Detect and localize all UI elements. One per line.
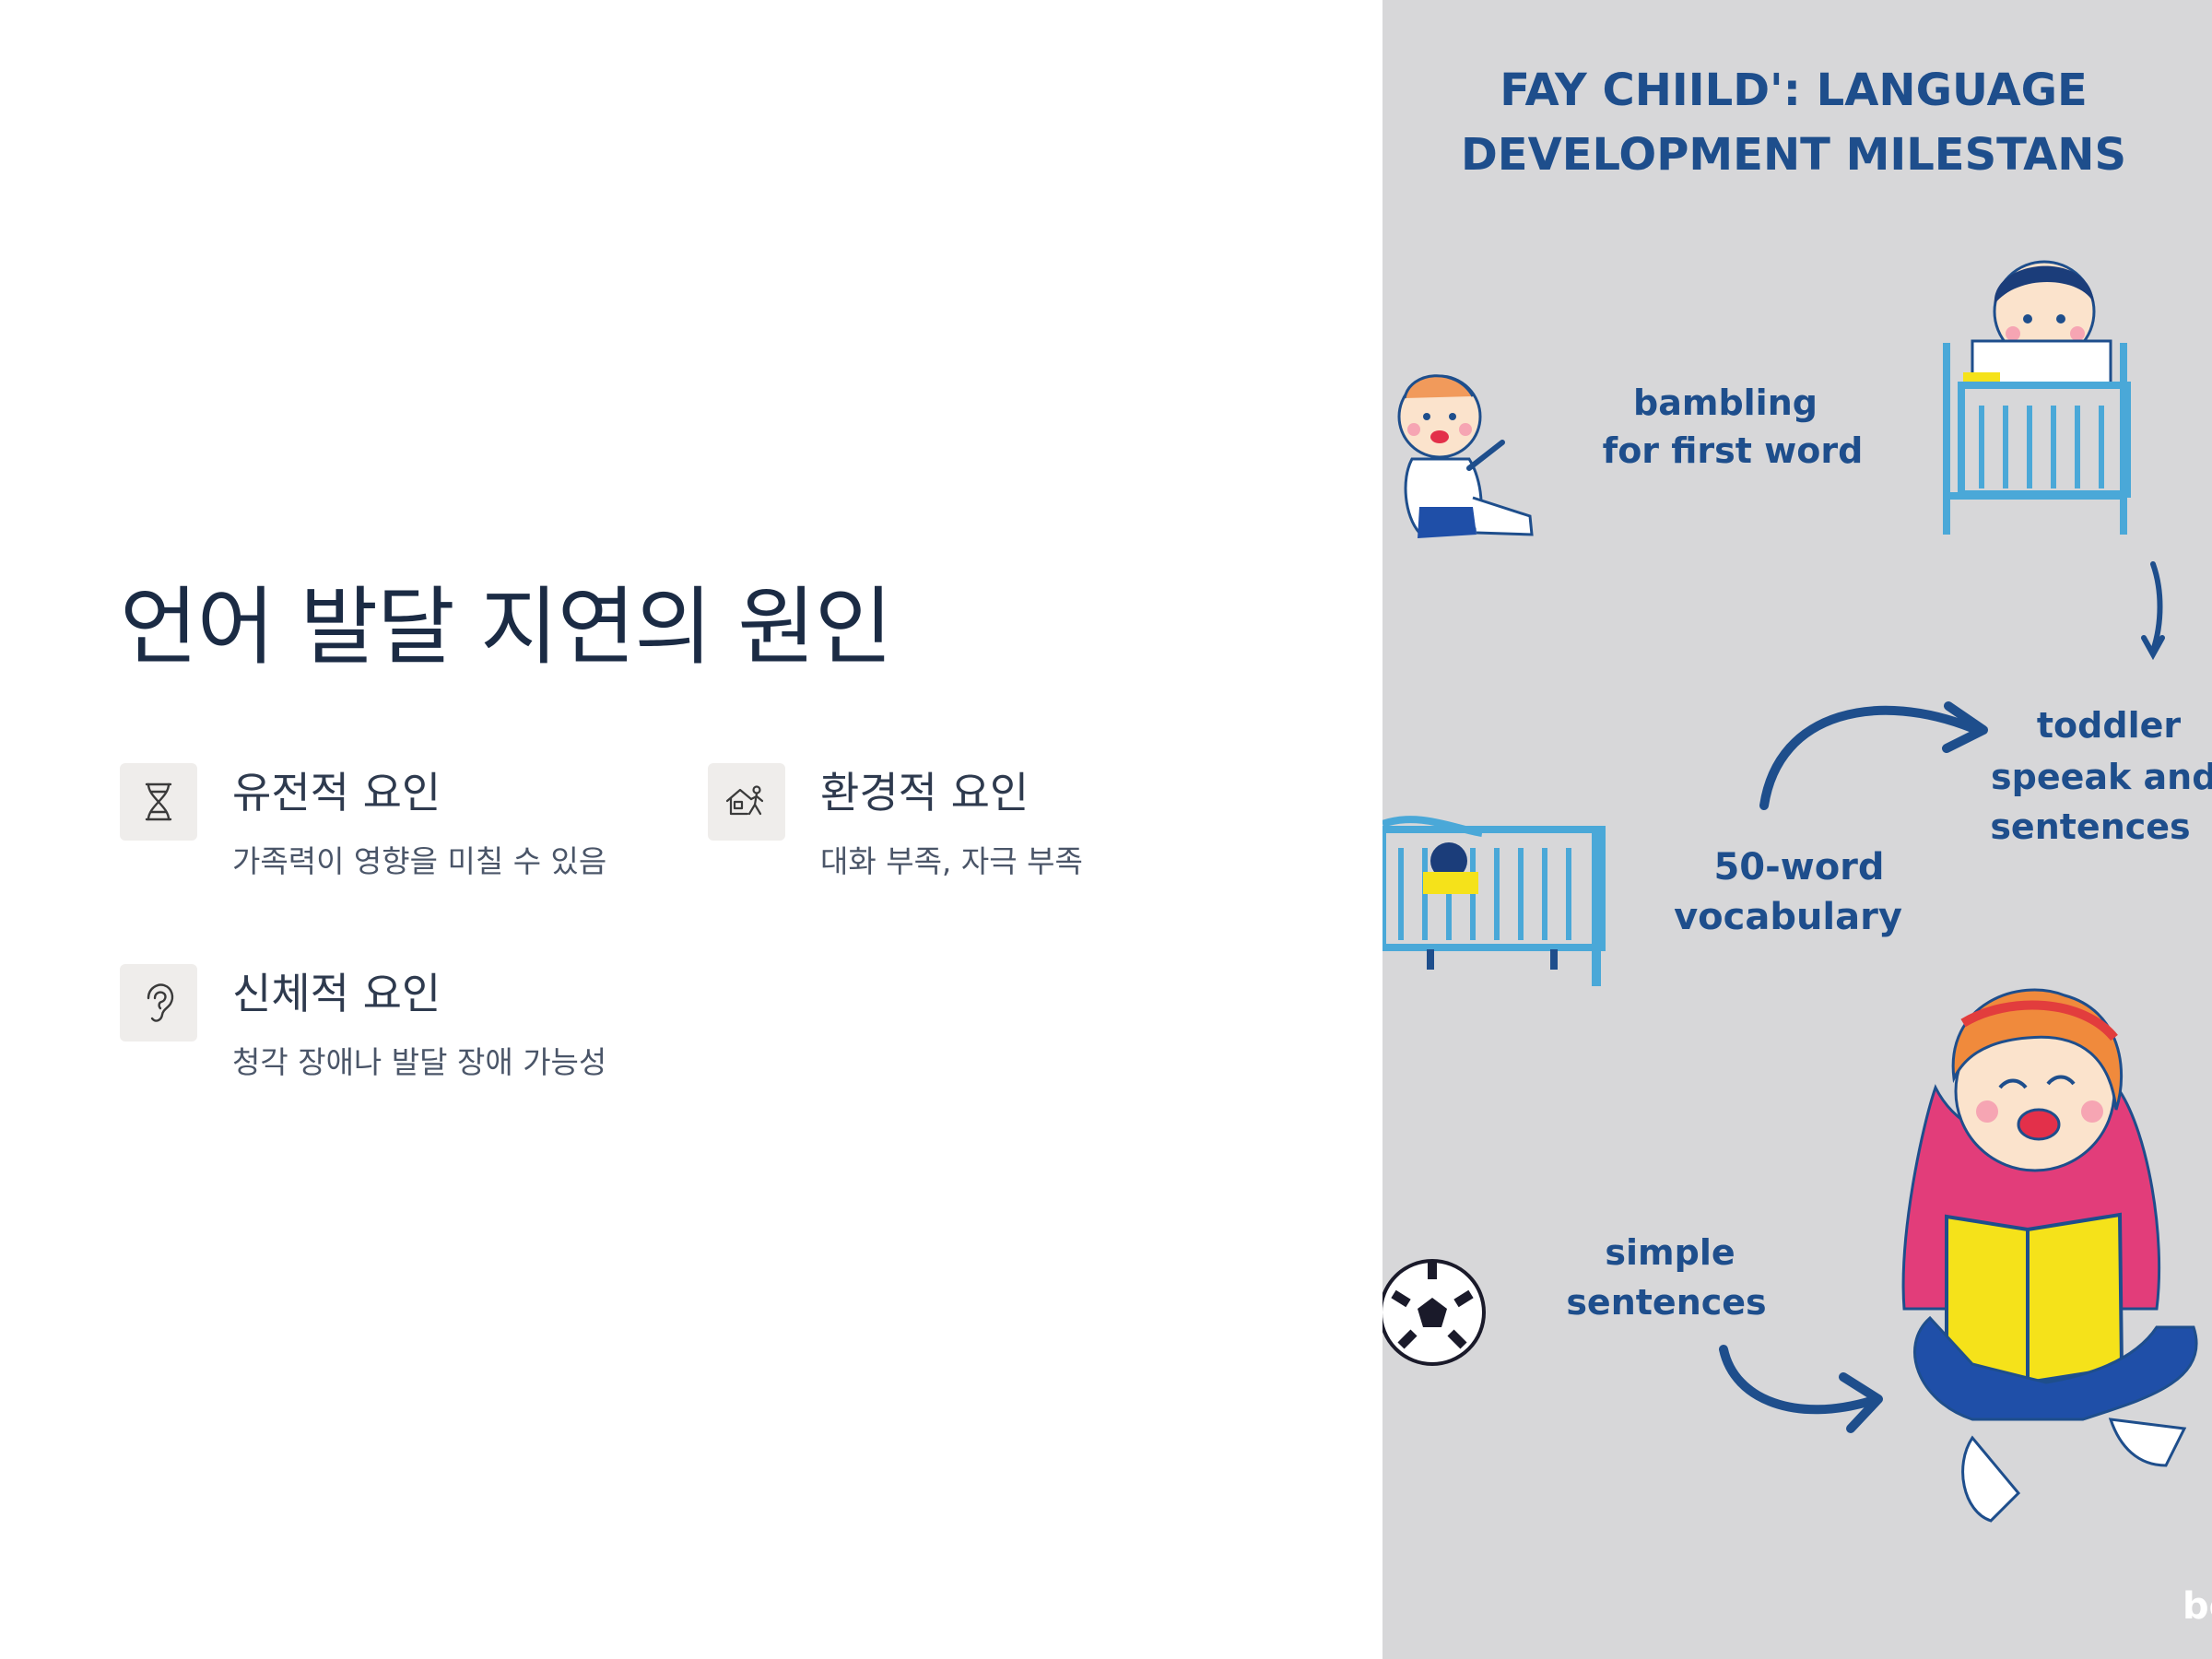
cause-title: 유전적 요인 <box>232 768 441 818</box>
crib-figure <box>1382 816 1606 986</box>
cause-description: 청각 장애나 발달 장애 가능성 <box>232 1044 607 1080</box>
babbling-label-line1: bambling <box>1633 382 1818 423</box>
girl-reading-figure <box>1901 988 2198 1523</box>
ear-icon <box>120 964 197 1041</box>
illustration-heading-line2: DEVELOPMENT MILESTANS <box>1461 129 2126 181</box>
vocabulary-label-line1: 50-word <box>1713 846 1884 888</box>
cause-title: 환경적 요인 <box>820 768 1030 818</box>
illustration-heading-line1: FAY CHIILD': LANGUAGE <box>1500 65 2088 116</box>
slide-title: 언어 발달 지연의 원인 <box>120 578 892 677</box>
baby-sitting-figure <box>1397 374 1534 538</box>
soccer-ball-icon <box>1382 1259 1486 1366</box>
simple-sentences-label-line2: sentences <box>1566 1282 1766 1323</box>
dna-icon <box>120 763 197 841</box>
vocabulary-label-line2: vocabulary <box>1674 896 1902 938</box>
toddler-label-line2: speeak and in <box>1991 757 2212 797</box>
right-arrow-icon <box>1719 1345 1876 1415</box>
toddler-label-line1: toddler <box>2037 705 2181 746</box>
slide-content: 언어 발달 지연의 원인 유전적 요인 가족력이 영향을 미칠 수 있음 <box>120 578 1083 1080</box>
watermark-text: bo <box>2183 1585 2212 1628</box>
curved-arrow-icon <box>1759 705 1977 810</box>
toddler-in-crib-figure <box>1943 260 2131 535</box>
milestones-illustration: FAY CHIILD': LANGUAGE DEVELOPMENT MILEST… <box>1382 0 2212 1659</box>
cause-description: 가족력이 영향을 미칠 수 있음 <box>232 843 607 879</box>
cause-description: 대화 부족, 자극 부족 <box>820 843 1083 879</box>
babbling-label-line2: for first word <box>1603 430 1864 471</box>
down-arrow-icon <box>2150 561 2163 653</box>
simple-sentences-label-line1: simple <box>1605 1232 1735 1273</box>
toddler-label-line3: sentences <box>1990 806 2190 847</box>
cause-title: 신체적 요인 <box>232 969 441 1018</box>
home-person-icon <box>708 763 785 841</box>
